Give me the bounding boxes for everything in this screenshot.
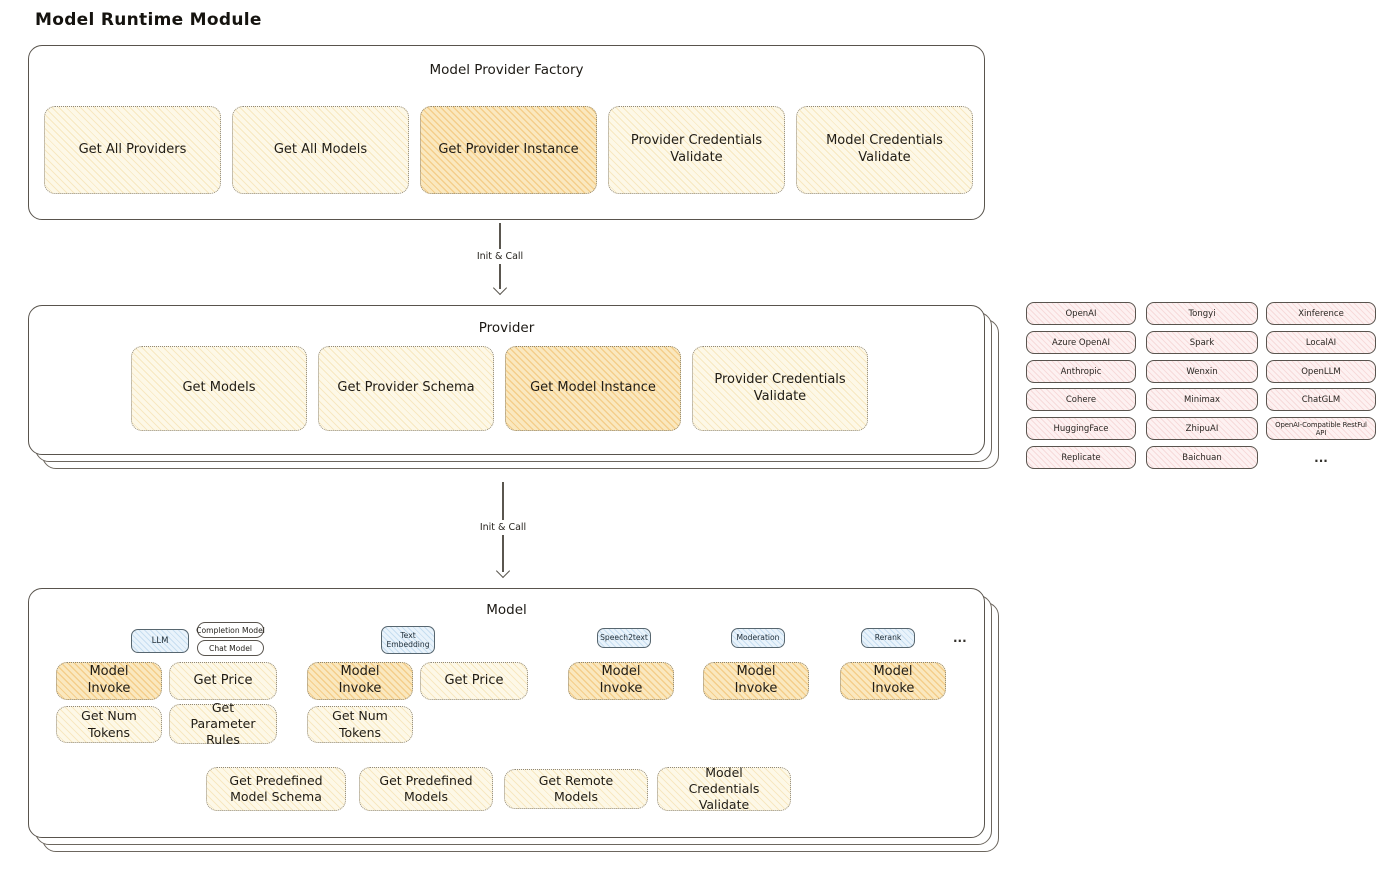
tag-rerank: Rerank [861,628,915,648]
node-rerank-model-invoke: Model Invoke [840,662,946,700]
node-llm-get-price: Get Price [169,662,277,700]
arrow-1-label: Init & Call [471,249,529,264]
provider-chip-minimax: Minimax [1146,388,1258,411]
node-embedding-get-num-tokens: Get Num Tokens [307,706,413,743]
provider-chip-openllm: OpenLLM [1266,360,1376,383]
node-llm-get-parameter-rules: Get Parameter Rules [169,700,277,747]
provider-chip-chatglm: ChatGLM [1266,388,1376,411]
node-get-provider-schema: Get Provider Schema [318,346,494,431]
tag-llm: LLM [131,629,189,653]
node-speech2text-model-invoke: Model Invoke [568,662,674,700]
model-panel: Model LLM Completion Model Chat Model Te… [28,588,985,838]
tag-chat-model: Chat Model [197,640,264,656]
node-model-credentials-validate: Model Credentials Validate [796,106,973,194]
node-llm-get-num-tokens: Get Num Tokens [56,706,162,743]
model-panel-title: Model [486,602,527,618]
page-title: Model Runtime Module [35,10,262,30]
tags-more: ... [953,631,967,645]
node-get-all-providers: Get All Providers [44,106,221,194]
factory-panel-title: Model Provider Factory [429,62,584,78]
arrow-down-1-head [492,280,508,296]
arrow-2-label: Init & Call [474,520,532,535]
provider-chip-openai: OpenAI [1026,302,1136,325]
provider-chip-localai: LocalAI [1266,331,1376,354]
tag-moderation: Moderation [731,628,785,648]
provider-chip-tongyi: Tongyi [1146,302,1258,325]
provider-chip-azure-openai: Azure OpenAI [1026,331,1136,354]
node-get-models: Get Models [131,346,307,431]
node-provider-credentials-validate-2: Provider Credentials Validate [692,346,868,431]
provider-chip-spark: Spark [1146,331,1258,354]
node-embedding-model-invoke: Model Invoke [307,662,413,700]
provider-chip-anthropic: Anthropic [1026,360,1136,383]
node-moderation-model-invoke: Model Invoke [703,662,809,700]
provider-chip-replicate: Replicate [1026,446,1136,469]
provider-chip-openai-compatible: OpenAI-Compatible RestFul API [1266,417,1376,440]
arrow-down-2-head [495,563,511,579]
provider-chip-huggingface: HuggingFace [1026,417,1136,440]
node-get-predefined-models: Get Predefined Models [359,767,493,811]
provider-chip-xinference: Xinference [1266,302,1376,325]
node-model-credentials-validate-2: Model Credentials Validate [657,765,791,812]
node-get-provider-instance: Get Provider Instance [420,106,597,194]
tag-speech2text: Speech2text [597,628,651,648]
tag-completion-model: Completion Model [196,622,265,638]
node-get-model-instance: Get Model Instance [505,346,681,431]
provider-chip-more: ... [1314,450,1328,465]
node-get-predefined-model-schema: Get Predefined Model Schema [206,767,346,811]
provider-chip-zhipuai: ZhipuAI [1146,417,1258,440]
tag-text-embedding: Text Embedding [381,626,435,654]
factory-panel: Model Provider Factory Get All Providers… [28,45,985,220]
provider-panel-title: Provider [478,320,535,336]
node-get-all-models: Get All Models [232,106,409,194]
provider-chip-cohere: Cohere [1026,388,1136,411]
provider-chip-baichuan: Baichuan [1146,446,1258,469]
node-embedding-get-price: Get Price [420,662,528,700]
provider-chip-wenxin: Wenxin [1146,360,1258,383]
provider-panel: Provider Get Models Get Provider Schema … [28,305,985,455]
node-llm-model-invoke: Model Invoke [56,662,162,700]
node-get-remote-models: Get Remote Models [504,769,648,809]
node-provider-credentials-validate: Provider Credentials Validate [608,106,785,194]
